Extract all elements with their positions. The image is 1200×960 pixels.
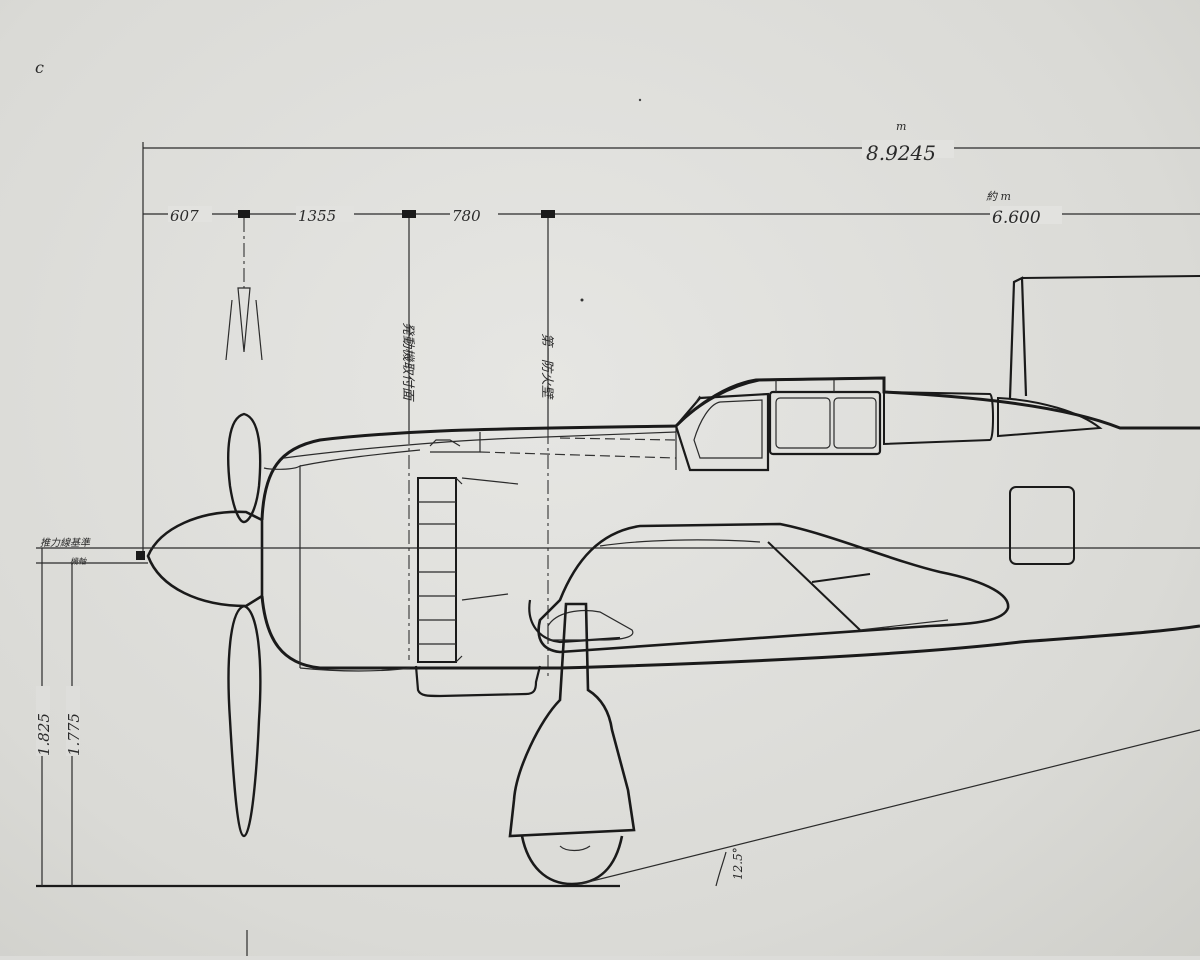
cowl-bottom-line: [299, 667, 411, 672]
station-annotations: 発動機取付面 第一防火壁: [400, 322, 554, 402]
canopy: [674, 376, 1103, 472]
overall-length-label: 8.9245: [866, 141, 936, 165]
upper-blade: [227, 412, 262, 524]
label-gap: [450, 206, 498, 222]
windscreen-glass: [693, 399, 763, 459]
gill-edge: [455, 477, 463, 485]
fuselage: [260, 376, 1200, 698]
canopy-pane-1: [775, 397, 831, 449]
antenna-wire: [1021, 275, 1200, 279]
prop-arc-right: [255, 299, 263, 361]
oil-cooler-scoop: [414, 665, 542, 698]
fuselage-lower-outline: [260, 595, 1200, 670]
thrust-line: 推力線基準 機軸: [36, 537, 1200, 566]
angle-label: 12.5°: [731, 847, 745, 880]
station-dimensions: 607 1355 780 6.600 約 m: [143, 190, 1200, 680]
tick-mark: [238, 210, 250, 218]
main-wheel: [520, 835, 624, 886]
ground-reference: 12.5°: [36, 729, 1200, 888]
exhaust-line: [461, 477, 519, 485]
wing: [528, 522, 1010, 654]
tail-down-line: [579, 729, 1200, 885]
cowl-line: [299, 449, 421, 467]
lower-blade: [227, 604, 262, 838]
wing-fillet: [537, 522, 1010, 654]
wing-root-curve: [528, 599, 621, 644]
canopy-pane-2: [833, 397, 877, 449]
spinner: [146, 510, 264, 608]
tick-mark: [402, 210, 416, 218]
segment-1-label: 607: [170, 207, 199, 225]
segment-4-label: 6.600: [992, 208, 1041, 228]
spinner-tip: [136, 551, 145, 560]
cowl-front-line: [263, 464, 301, 668]
label-gap: [296, 206, 354, 222]
angle-arc: [715, 851, 727, 887]
overall-length-unit: m: [896, 120, 906, 133]
gill-panel: [417, 477, 457, 663]
height-1-label: 1.825: [35, 713, 53, 756]
cooling-gills: [417, 477, 463, 663]
rear-canopy-pane-2: [997, 396, 1103, 438]
access-hatch: [1009, 486, 1075, 565]
gun-trough-upper: [559, 437, 677, 441]
canopy-hinge: [695, 395, 701, 403]
corner-mark: c: [35, 58, 44, 77]
label-gap: [36, 686, 50, 756]
segment-3-label: 780: [452, 207, 481, 225]
aileron-line: [811, 573, 871, 583]
station-2-annotation: 第一防火壁: [539, 333, 554, 400]
exhaust-line: [461, 593, 509, 601]
overall-length-dimension: 8.9245 m: [142, 120, 1200, 560]
upper-cowl-panel: [283, 431, 677, 459]
segment-4-unit: 約 m: [986, 190, 1011, 203]
label-gap: [66, 686, 80, 756]
main-landing-gear: [508, 602, 636, 886]
windscreen-frame: [674, 392, 770, 472]
stray-mark: [638, 98, 642, 102]
stray-mark: [580, 298, 584, 302]
label-gap: [990, 206, 1062, 224]
height-2-label: 1.775: [65, 713, 83, 756]
propeller: [225, 287, 263, 838]
datum-label: 推力線基準: [40, 537, 91, 549]
trailing-edge-line: [859, 619, 949, 631]
prop-tip-foreshortened: [237, 287, 251, 353]
flap-hinge-line: [767, 541, 861, 631]
label-gap: [168, 206, 212, 222]
antenna-mast: [1008, 276, 1028, 399]
label-gap: [862, 140, 954, 158]
height-dimensions: 1.825 1.775: [35, 548, 83, 886]
datum-sub-label: 機軸: [70, 557, 87, 566]
wing-upper-line: [599, 539, 761, 547]
gill-edge: [455, 655, 463, 663]
gun-trough-lower: [479, 451, 677, 459]
canopy-slider-frame: [768, 390, 882, 456]
tick-mark: [541, 210, 555, 218]
wheel-hub: [559, 845, 591, 852]
rear-canopy-pane-1: [883, 390, 994, 446]
gear-door-fairing: [508, 602, 636, 838]
gear-bay-outline: [547, 609, 634, 641]
canopy-outline: [675, 376, 885, 427]
prop-arc-left: [225, 299, 233, 361]
station-1-annotation: 発動機取付面: [400, 322, 415, 402]
gun-detail: [429, 439, 461, 447]
segment-2-label: 1355: [298, 207, 336, 225]
